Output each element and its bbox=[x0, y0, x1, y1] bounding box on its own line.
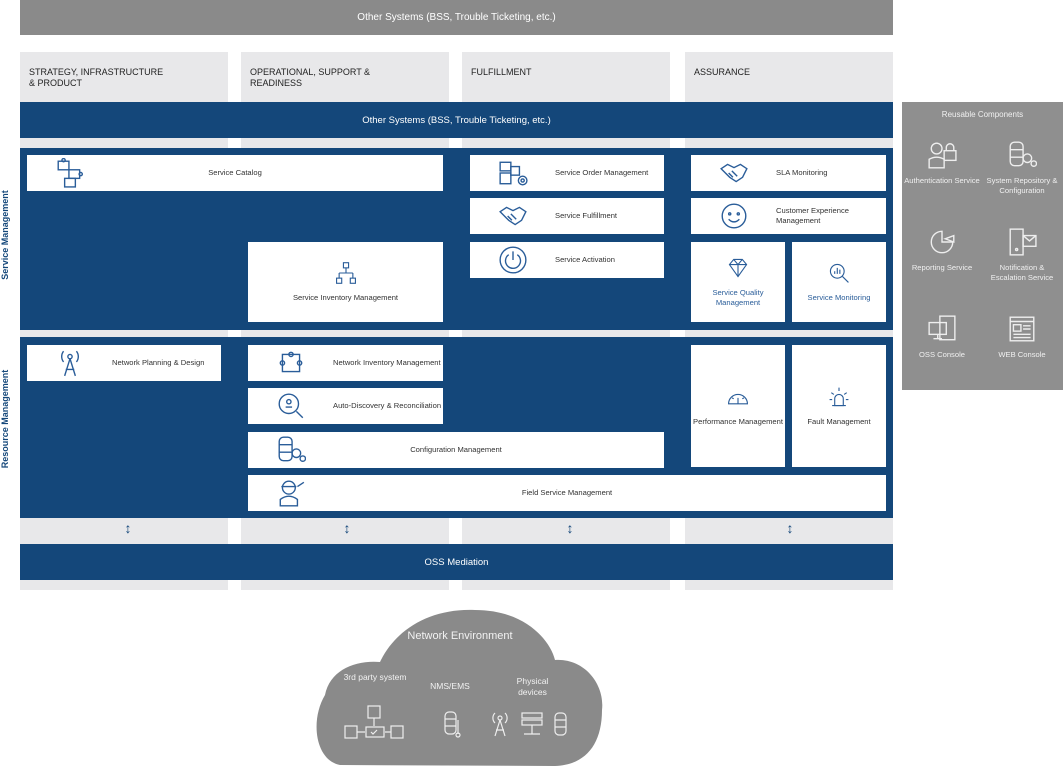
reusable-component[interactable]: Notification & Escalation Service bbox=[982, 227, 1062, 282]
box-label: Auto-Discovery & Reconciliation bbox=[333, 401, 442, 410]
handshake-icon bbox=[499, 206, 527, 226]
service-fulfillment-box[interactable]: Service Fulfillment bbox=[470, 198, 664, 234]
cloud-title: Network Environment bbox=[407, 630, 513, 642]
oss-mediation-bar: OSS Mediation bbox=[20, 544, 893, 580]
box-label: Service Monitoring bbox=[807, 293, 871, 302]
web-page-icon bbox=[1009, 316, 1035, 342]
box-label: Customer Experience Management bbox=[776, 206, 850, 225]
technician-icon bbox=[279, 480, 305, 507]
cloud-group-label: Physical devices bbox=[516, 676, 549, 697]
discovery-icon bbox=[278, 393, 304, 419]
configuration-box[interactable]: Configuration Management bbox=[248, 432, 664, 468]
component-label: WEB Console bbox=[998, 350, 1046, 359]
fault-box[interactable]: Fault Management bbox=[792, 345, 886, 467]
magnifier-chart-icon bbox=[829, 263, 849, 283]
box-label: Service Fulfillment bbox=[555, 211, 618, 220]
alarm-icon bbox=[829, 387, 849, 407]
box-label: Fault Management bbox=[807, 417, 871, 426]
reusable-component[interactable]: System Repository & Configuration bbox=[982, 140, 1062, 195]
panel-title: Reusable Components bbox=[941, 110, 1024, 119]
top-other-systems-bar: Other Systems (BSS, Trouble Ticketing, e… bbox=[20, 0, 893, 35]
puzzle-icon bbox=[57, 158, 84, 188]
component-label: Notification & Escalation Service bbox=[990, 263, 1054, 282]
auto-discovery-box[interactable]: Auto-Discovery & Reconciliation bbox=[248, 388, 443, 424]
service-activation-box[interactable]: Service Activation bbox=[470, 242, 664, 278]
updown-arrow-icon: ↕ bbox=[343, 520, 351, 536]
network-inventory-box[interactable]: Network Inventory Management bbox=[248, 345, 443, 381]
resource-management-label: Resource Management bbox=[0, 369, 10, 469]
box-label: Network Inventory Management bbox=[333, 358, 441, 367]
column-header: Operational, Support & Readiness bbox=[250, 67, 371, 88]
gauge-icon bbox=[728, 393, 748, 405]
box-label: Performance Management bbox=[693, 417, 783, 426]
power-icon bbox=[499, 246, 527, 274]
devices-icon bbox=[492, 712, 567, 737]
reusable-component[interactable]: Authentication Service bbox=[902, 140, 982, 186]
users-lock-icon bbox=[928, 142, 957, 169]
network-icon bbox=[279, 351, 303, 373]
component-label: Authentication Service bbox=[904, 176, 980, 185]
database-gear-icon bbox=[1009, 141, 1037, 167]
service-quality-box[interactable]: Service Quality Management bbox=[691, 242, 785, 322]
service-inventory-box[interactable]: Service Inventory Management bbox=[248, 242, 443, 322]
reusable-component[interactable]: OSS Console bbox=[902, 314, 982, 360]
column-header: Strategy, Infrastructure & Product bbox=[29, 67, 164, 88]
cloud-group-label: 3rd party system bbox=[343, 672, 407, 682]
box-label: Service Quality Management bbox=[712, 288, 764, 307]
box-label: Service Catalog bbox=[208, 168, 262, 177]
updown-arrow-icon: ↕ bbox=[566, 520, 574, 536]
network-planning-box[interactable]: Network Planning & Design bbox=[27, 345, 221, 381]
field-service-box[interactable]: Field Service Management bbox=[248, 475, 886, 511]
component-label: OSS Console bbox=[918, 350, 965, 359]
box-label: Field Service Management bbox=[521, 488, 613, 497]
puzzle-gear-icon bbox=[499, 161, 528, 186]
antenna-icon bbox=[61, 350, 79, 377]
updown-arrow-icon: ↕ bbox=[124, 520, 132, 536]
cloud-group-label: NMS/EMS bbox=[430, 681, 470, 691]
column-header: Assurance bbox=[694, 67, 751, 77]
other-systems-bar: Other Systems (BSS, Trouble Ticketing, e… bbox=[20, 102, 893, 138]
pie-icon bbox=[930, 230, 955, 254]
handshake-icon bbox=[720, 163, 748, 183]
service-monitoring-box[interactable]: Service Monitoring bbox=[792, 242, 886, 322]
smiley-icon bbox=[721, 203, 747, 229]
service-management-label: Service Management bbox=[0, 190, 10, 280]
column-header: Fulfillment bbox=[471, 67, 532, 77]
diamond-icon bbox=[728, 258, 748, 278]
database-wrench-icon bbox=[444, 711, 461, 738]
reusable-component[interactable]: WEB Console bbox=[982, 314, 1062, 360]
reusable-components-panel: Reusable Components Authentication Servi… bbox=[902, 102, 1063, 390]
box-label: Service Order Management bbox=[555, 168, 649, 177]
desktop-icon bbox=[928, 315, 956, 341]
service-catalog-box[interactable]: Service Catalog bbox=[27, 155, 443, 191]
windows-flow-icon bbox=[344, 705, 404, 739]
reusable-component[interactable]: Reporting Service bbox=[902, 227, 982, 273]
network-environment-cloud: Network Environment 3rd party system NMS… bbox=[310, 600, 610, 769]
phone-mail-icon bbox=[1009, 228, 1037, 256]
updown-arrow-icon: ↕ bbox=[786, 520, 794, 536]
box-label: Configuration Management bbox=[410, 445, 502, 454]
component-label: Reporting Service bbox=[911, 263, 973, 272]
box-label: Network Planning & Design bbox=[112, 358, 205, 367]
box-label: Service Activation bbox=[555, 255, 615, 264]
cloud-shape bbox=[316, 609, 603, 766]
box-label: Service Inventory Management bbox=[292, 293, 399, 302]
performance-box[interactable]: Performance Management bbox=[691, 345, 785, 467]
database-gear-icon bbox=[278, 436, 306, 462]
hierarchy-icon bbox=[335, 262, 356, 284]
box-label: SLA Monitoring bbox=[776, 168, 828, 177]
component-label: System Repository & Configuration bbox=[986, 176, 1058, 195]
customer-experience-box[interactable]: Customer Experience Management bbox=[691, 198, 886, 234]
service-order-box[interactable]: Service Order Management bbox=[470, 155, 664, 191]
sla-monitoring-box[interactable]: SLA Monitoring bbox=[691, 155, 886, 191]
